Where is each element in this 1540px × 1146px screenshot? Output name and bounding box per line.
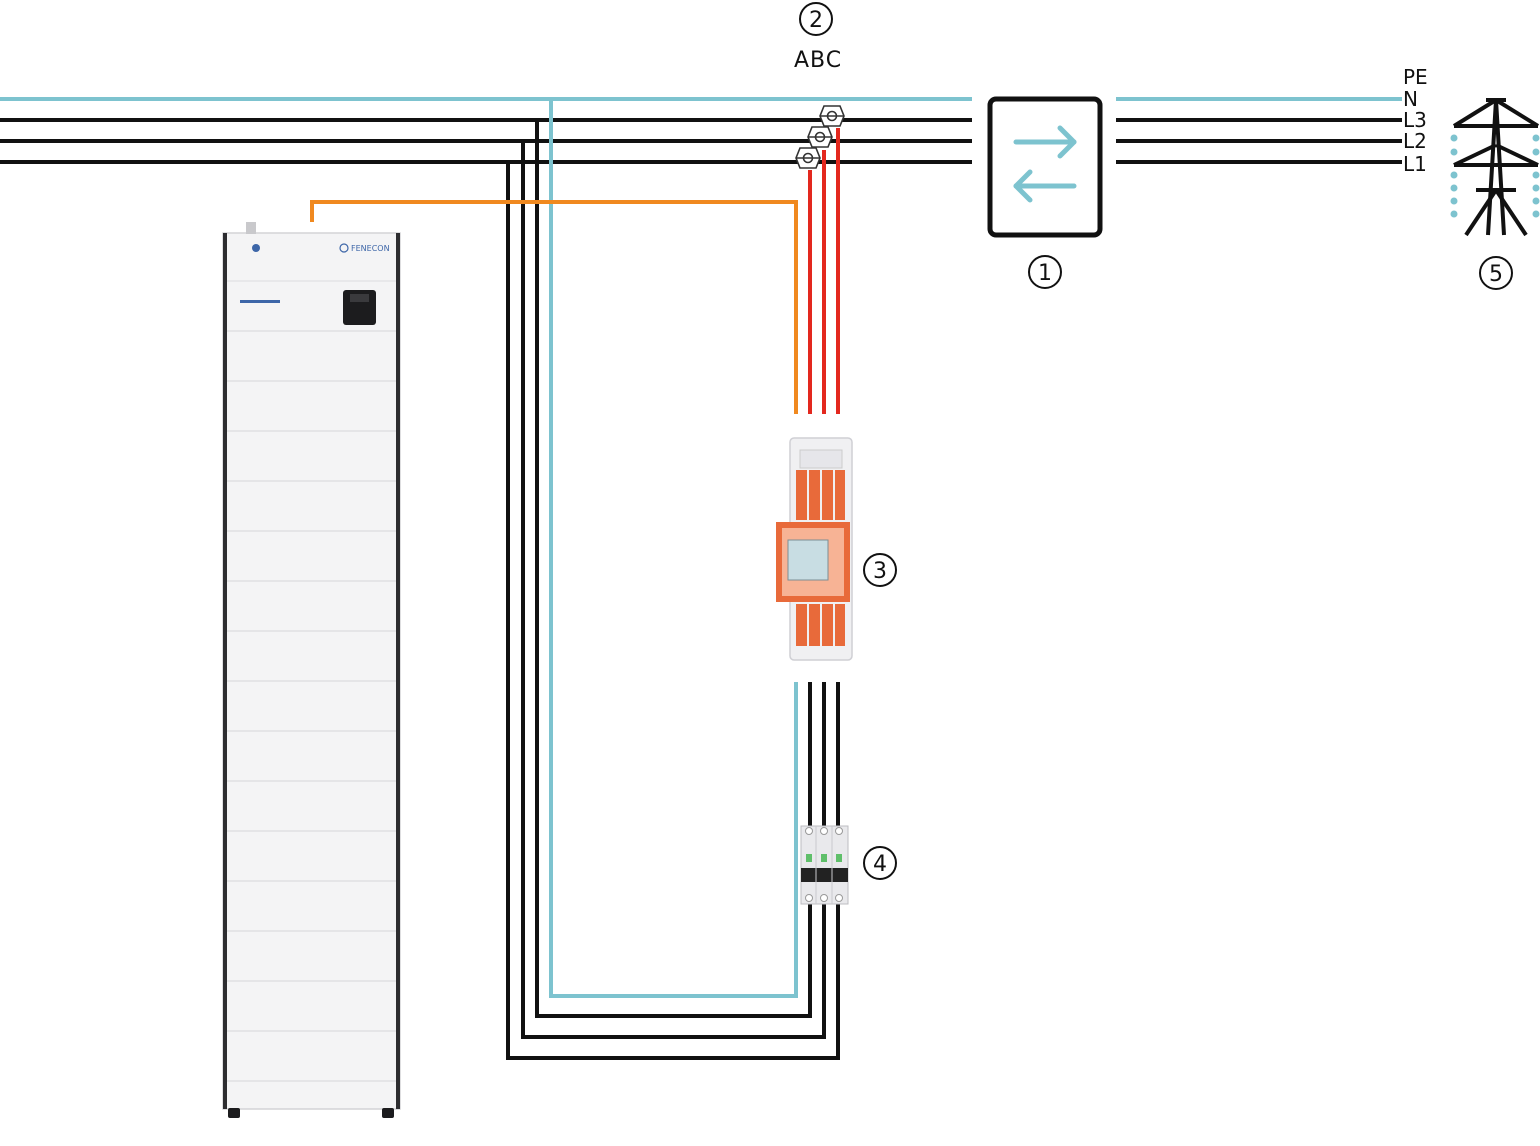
meter-top-terminals — [796, 470, 845, 520]
cabinet-foot-right — [382, 1108, 394, 1118]
inverter-symbol — [987, 96, 1103, 238]
grid-reference-label: 5 — [1479, 256, 1513, 290]
brand-logo-text: FENECON — [351, 244, 390, 253]
brand-logo-icon — [339, 243, 349, 253]
conductor-labels: PE N L3 L2 L1 — [1403, 65, 1428, 176]
power-pylon-icon — [1450, 98, 1540, 237]
ref-number-2: 2 — [809, 8, 823, 33]
insulator-dots — [1450, 134, 1540, 218]
ref-number-1: 1 — [1038, 261, 1052, 286]
ref-number-4: 4 — [873, 852, 887, 877]
bidirectional-arrows-icon — [1013, 125, 1077, 203]
battery-module-dividers — [227, 330, 396, 1082]
ct-wires — [808, 128, 840, 414]
ref-number-3: 3 — [873, 559, 887, 584]
label-l3: L3 — [1403, 108, 1427, 132]
abc-label: ABC — [794, 48, 842, 73]
meter-bottom-terminals — [796, 604, 845, 646]
ref-number-5: 5 — [1489, 262, 1503, 287]
cabinet-foot-left — [228, 1108, 240, 1118]
breaker-reference-label: 4 — [863, 846, 897, 880]
energy-meter-reference-label: 3 — [863, 553, 897, 587]
label-l2: L2 — [1403, 129, 1427, 153]
data-cable-line — [310, 200, 798, 414]
label-l1: L1 — [1403, 152, 1427, 176]
inverter-reference-label: 1 — [1028, 255, 1062, 289]
circuit-breaker-device — [800, 825, 849, 905]
status-led-icon — [252, 244, 260, 252]
meter-reference-label: 2 ABC — [794, 2, 842, 73]
label-pe: PE — [1403, 65, 1428, 89]
label-n: N — [1403, 87, 1418, 111]
main-bus-right — [1116, 97, 1402, 164]
energy-meter-device — [776, 437, 853, 661]
loop-n-wire — [549, 99, 798, 998]
clamp-ct-icon — [795, 105, 845, 169]
battery-cabinet: FENECON — [222, 222, 401, 1118]
loop-l1-wire — [506, 162, 840, 1060]
loop-l3-wire — [535, 120, 812, 1018]
